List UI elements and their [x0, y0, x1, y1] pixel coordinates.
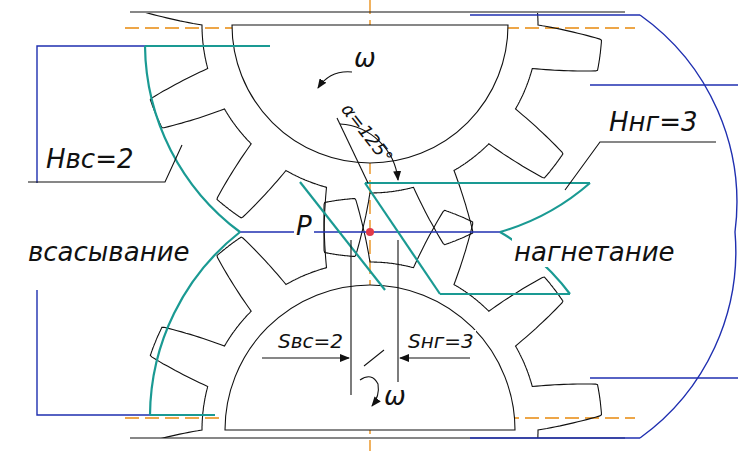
dimension-label: Sвс=2 — [276, 330, 345, 352]
gear-teeth — [139, 13, 602, 438]
rotation-symbol: ω — [382, 382, 408, 411]
dimension-label: Sнг=3 — [406, 330, 476, 352]
dimension-lines — [262, 72, 470, 406]
callout-label: Нвс=2 — [44, 145, 136, 174]
zone-label: всасывание — [26, 238, 192, 267]
rotation-symbol: ω — [352, 44, 378, 73]
frame — [130, 12, 625, 438]
housing-lines — [37, 15, 738, 438]
zone-label: нагнетание — [512, 238, 677, 267]
point-label: P — [294, 212, 314, 241]
callout-label: Ннг=3 — [607, 108, 700, 137]
zone-lines — [145, 46, 590, 415]
pitch-point — [366, 228, 374, 236]
